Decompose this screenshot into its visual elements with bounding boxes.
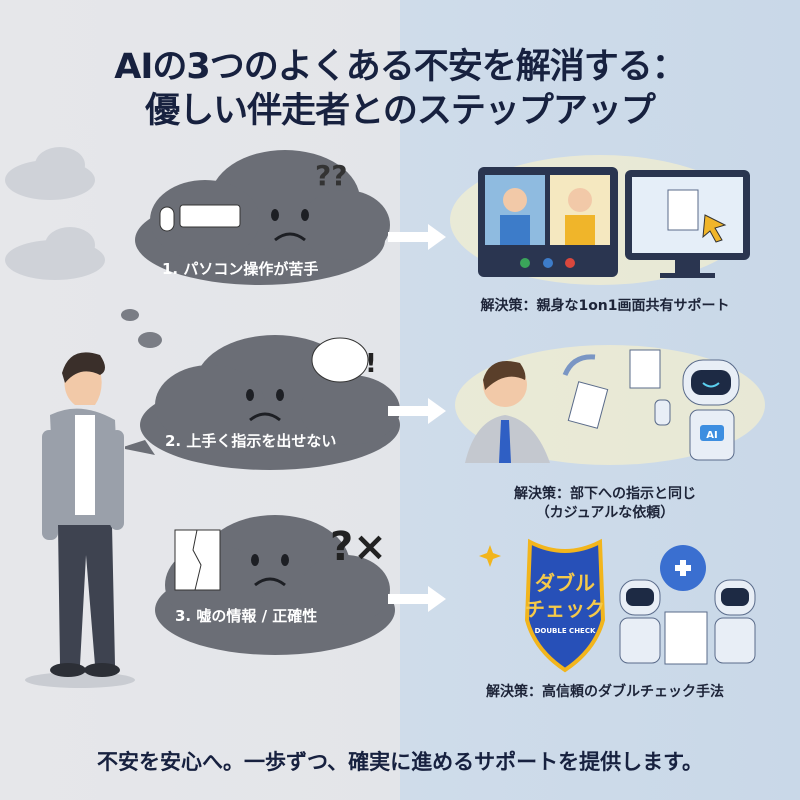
sad-face-icon xyxy=(271,209,309,242)
solution-label-3: 解決策：高信頼のダブルチェック手法 xyxy=(486,684,724,700)
keyboard-mouse-icon xyxy=(159,204,241,232)
arrow-right-icon xyxy=(388,398,446,424)
arrow-right-icon xyxy=(388,224,446,250)
question-marks-icon: ?? xyxy=(315,159,347,192)
thought-dots xyxy=(121,309,162,348)
worry-label-2: 2. 上手く指示を出せない xyxy=(165,432,337,450)
solution-label-2-line2: （カジュアルな依頼） xyxy=(535,505,675,521)
worry-label-3: 3. 嘘の情報 / 正確性 xyxy=(175,607,318,625)
double-check-illustration: ダブル チェック DOUBLE CHECK xyxy=(479,538,756,673)
page-title-line2: 優しい伴走者とのステップアップ xyxy=(145,91,656,131)
worry-label-1: 1. パソコン操作が苦手 xyxy=(162,260,319,278)
question-x-icon: ?× xyxy=(330,524,387,570)
torn-document-icon xyxy=(174,529,221,591)
sparkle-icon xyxy=(479,545,501,567)
worry-cloud-2: ! xyxy=(125,335,400,470)
sad-face-icon xyxy=(251,554,289,587)
delegation-illustration: AI xyxy=(455,345,765,465)
worry-cloud-1: ?? xyxy=(135,150,390,285)
screen-share-illustration xyxy=(450,155,750,285)
svg-text:!: ! xyxy=(365,349,377,379)
worry-cloud-3: ?× xyxy=(155,515,395,655)
sad-face-icon xyxy=(246,389,284,422)
shield-subtext: DOUBLE CHECK xyxy=(535,627,596,635)
page-title-line1: AIの3つのよくある不安を解消する： xyxy=(114,47,686,87)
footer-message: 不安を安心へ。一歩ずつ、確実に進めるサポートを提供します。 xyxy=(96,750,704,774)
arrow-right-icon xyxy=(388,586,446,612)
background-clouds xyxy=(5,147,105,280)
worried-person-illustration xyxy=(25,352,135,688)
solution-label-1: 解決策：親身な1on1画面共有サポート xyxy=(480,298,730,314)
solution-label-2-line1: 解決策：部下への指示と同じ xyxy=(514,486,696,502)
tangled-thought-icon: ! xyxy=(311,337,377,383)
robot-ai-badge: AI xyxy=(706,430,717,441)
shield-text-line2: チェック xyxy=(525,597,605,621)
shield-text-line1: ダブル xyxy=(535,571,595,595)
shield-icon xyxy=(524,538,606,673)
